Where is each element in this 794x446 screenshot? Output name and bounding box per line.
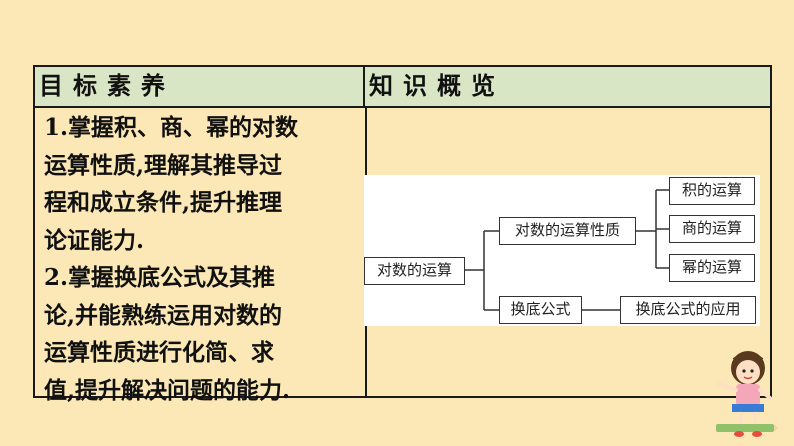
header-divider — [35, 106, 770, 108]
goal-line: 2.掌握换底公式及其推 — [44, 264, 276, 291]
goals-text: 1.掌握积、商、幂的对数 运算性质,理解其推导过 程和成立条件,提升推理 论证能… — [44, 109, 362, 409]
goal-line: 程和成立条件,提升推理 — [44, 189, 283, 216]
goal-line: 运算性质,理解其推导过 — [44, 151, 283, 179]
goal-line: 值,提升解决问题的能力. — [44, 376, 291, 404]
content-table: 目标素养 知识概览 1.掌握积、商、幂的对数 运算性质,理解其推导过 程和成立条… — [33, 65, 772, 404]
node-quotient-rule: 商的运算 — [669, 215, 755, 243]
node-change-of-base: 换底公式 — [499, 296, 582, 324]
knowledge-diagram: 对数的运算 对数的运算性质 积的运算 商的运算 幂的运算 换底公式 换底公式的应… — [364, 175, 760, 326]
node-root: 对数的运算 — [364, 257, 465, 285]
node-power-rule: 幂的运算 — [669, 254, 755, 282]
header-goals: 目标素养 — [35, 67, 365, 106]
node-product-rule: 积的运算 — [669, 177, 755, 205]
goal-line: 论,并能熟练运用对数的 — [44, 301, 283, 329]
node-log-properties: 对数的运算性质 — [499, 217, 636, 245]
goal-line: 论证能力. — [44, 226, 145, 254]
diagram-connectors — [465, 189, 669, 311]
goal-line: 运算性质进行化简、求 — [44, 339, 274, 366]
header-overview: 知识概览 — [365, 67, 770, 106]
node-change-of-base-application: 换底公式的应用 — [620, 296, 756, 324]
student-mascot-icon — [716, 351, 778, 437]
goal-line: 1.掌握积、商、幂的对数 — [44, 114, 299, 141]
